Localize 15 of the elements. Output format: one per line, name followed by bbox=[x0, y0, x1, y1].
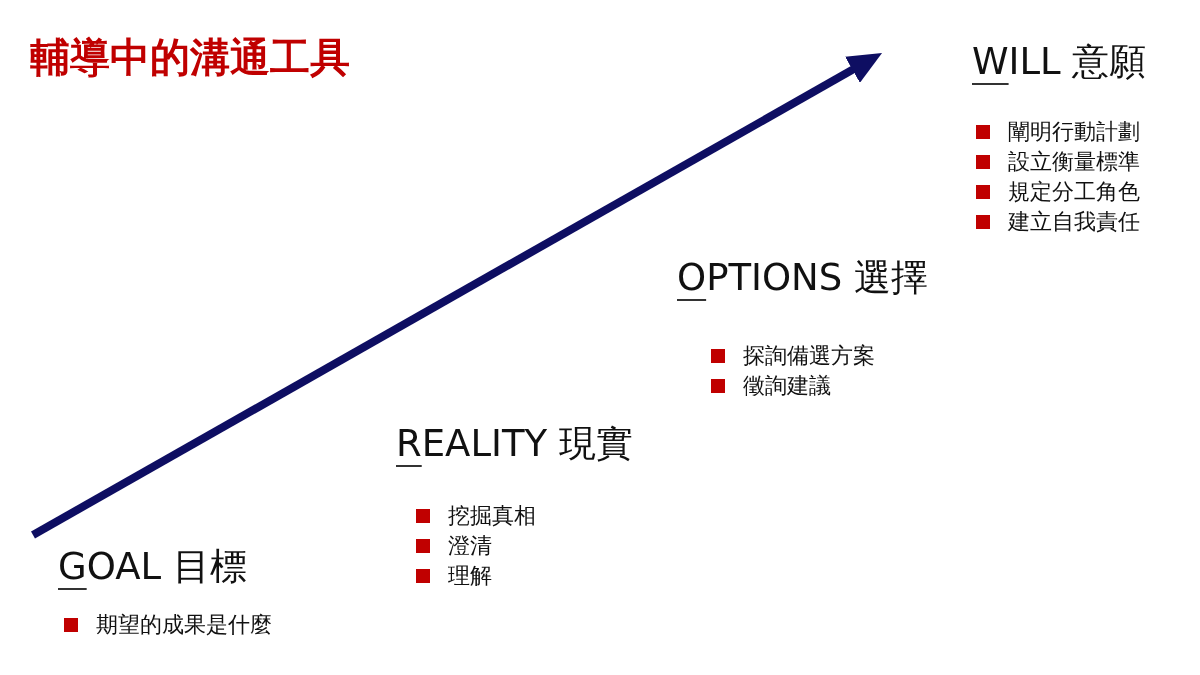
bullet-text: 挖掘真相 bbox=[448, 502, 536, 530]
bullet-text: 規定分工角色 bbox=[1008, 178, 1140, 206]
bullet-text: 理解 bbox=[448, 562, 492, 590]
bullet-text: 設立衡量標準 bbox=[1008, 148, 1140, 176]
bullet-text: 徵詢建議 bbox=[743, 372, 831, 400]
page-title: 輔導中的溝通工具 bbox=[30, 33, 350, 82]
bullet-text: 闡明行動計劃 bbox=[1008, 118, 1140, 146]
stage-heading: OPTIONS 選擇 bbox=[677, 256, 928, 301]
stage-heading: WILL 意願 bbox=[972, 40, 1147, 85]
stage-heading: REALITY 現實 bbox=[396, 422, 633, 467]
bullet-text: 澄清 bbox=[448, 532, 492, 560]
bullet-text: 建立自我責任 bbox=[1008, 208, 1140, 236]
bullet-text: 探詢備選方案 bbox=[743, 342, 875, 370]
stage-heading: GOAL 目標 bbox=[58, 545, 247, 590]
bullet-text: 期望的成果是什麼 bbox=[96, 611, 272, 639]
